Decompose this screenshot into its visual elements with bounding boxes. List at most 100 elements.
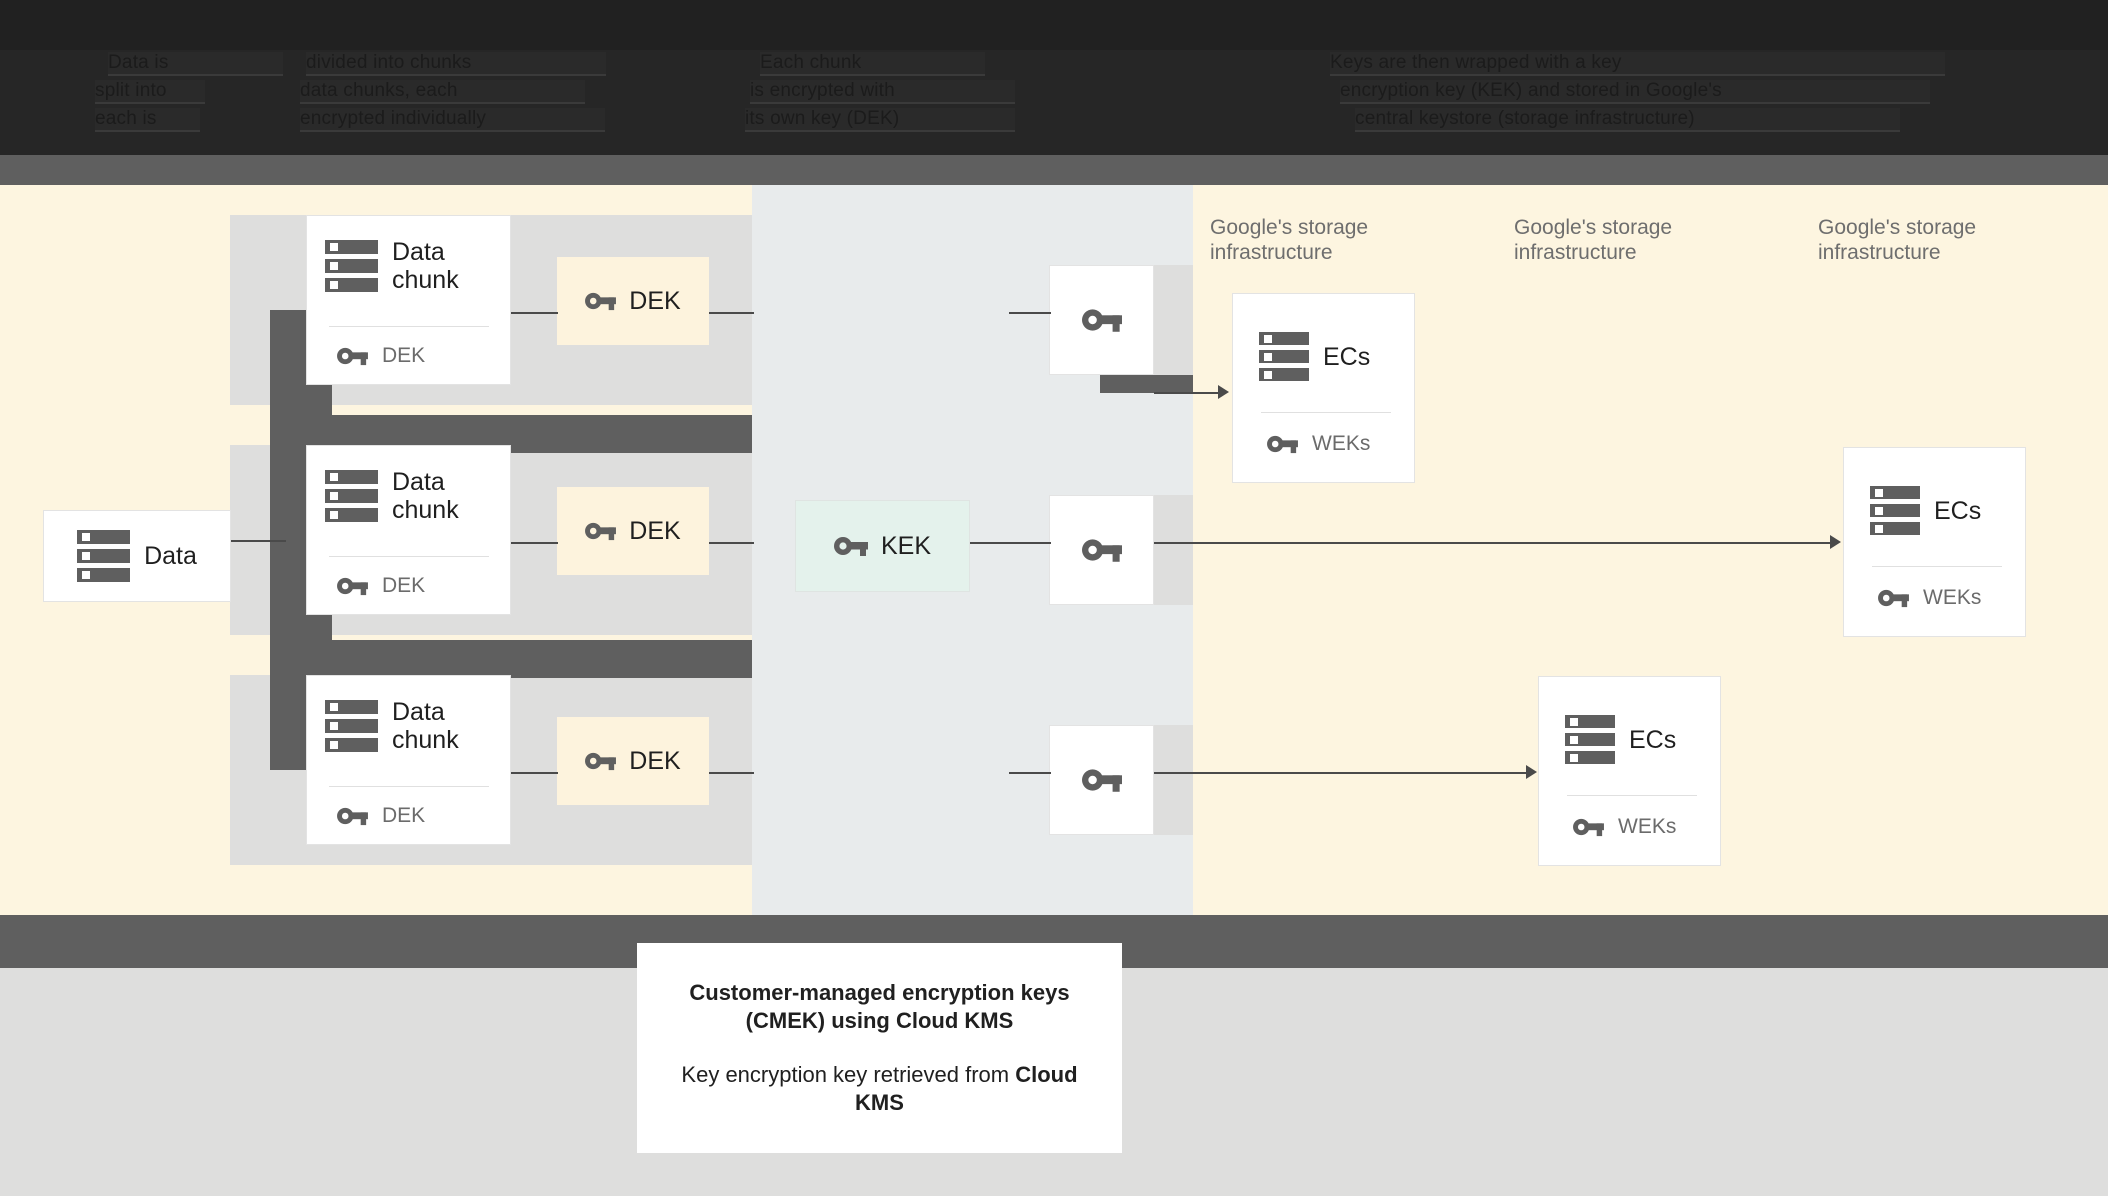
header-redacted-line: Each chunk: [760, 52, 985, 74]
split-bracket-arm-2: [270, 640, 752, 678]
caption-line-2: Key encryption key retrieved from Cloud …: [680, 1061, 1080, 1117]
header-redacted-underline: [750, 102, 1015, 104]
data-chunk-key-label: DEK: [382, 344, 426, 367]
ec-card-key-label: WEKs: [1923, 586, 1982, 609]
header-redacted-underline: [300, 130, 605, 132]
card-divider: [1261, 412, 1391, 413]
header-redacted-line: its own key (DEK): [745, 108, 1015, 130]
ec-card-title: ECs: [1934, 496, 1982, 525]
card-divider: [329, 326, 489, 327]
ec-card-key-label: WEKs: [1312, 432, 1371, 455]
dek-chip-label: DEK: [629, 516, 681, 545]
chunk-to-dek-connector-2: [511, 542, 558, 544]
key-icon: [337, 346, 368, 366]
caption-line-2-prefix: Key encryption key retrieved from: [681, 1062, 1016, 1087]
dek-chip[interactable]: DEK: [557, 487, 709, 575]
server-icon: [325, 700, 378, 752]
wrapped-key-3-to-ec-3: [1154, 772, 1534, 774]
header-redacted-line: is encrypted with: [750, 80, 1015, 102]
dek-outgoing-connector-1: [709, 312, 754, 314]
caption-line-2-bold: Cloud KMS: [855, 1062, 1078, 1115]
key-icon: [585, 521, 617, 541]
header-redacted-underline: [108, 74, 283, 76]
card-divider: [329, 786, 489, 787]
kek-chip[interactable]: KEK: [795, 500, 970, 592]
key-icon: [585, 751, 617, 771]
key-icon: [833, 535, 868, 557]
wrapped-key-2-to-ec-2: [1154, 542, 1838, 544]
storage-infrastructure-label: Google's storage infrastructure: [1818, 216, 1977, 264]
caption-box: Customer-managed encryption keys (CMEK) …: [637, 943, 1122, 1153]
data-card-title: Data: [144, 542, 197, 570]
key-icon: [1081, 767, 1122, 793]
kek-chip-label: KEK: [880, 531, 932, 560]
arrow-head-ec-2: [1830, 535, 1841, 549]
key-icon: [1573, 817, 1604, 837]
header-gray-band: [0, 155, 2108, 185]
server-icon: [1565, 715, 1615, 764]
wrapped-key-card[interactable]: [1049, 265, 1154, 375]
wrapped-key-1-to-ec-1: [1154, 392, 1224, 394]
header-redacted-underline: [1340, 102, 1930, 104]
server-icon: [325, 240, 378, 292]
key-icon: [337, 806, 368, 826]
data-chunk-key-label: DEK: [382, 804, 426, 827]
ec-card-key-label: WEKs: [1618, 815, 1677, 838]
key-icon: [337, 576, 368, 596]
card-divider: [329, 556, 489, 557]
header-redacted-line: each is: [95, 108, 200, 130]
header-redacted-underline: [95, 130, 200, 132]
key-icon: [1081, 307, 1122, 333]
header-redacted-underline: [306, 74, 606, 76]
header-redacted-underline: [95, 102, 205, 104]
header-redacted-underline: [300, 102, 585, 104]
ec-card-title: ECs: [1629, 725, 1677, 754]
server-icon: [325, 470, 378, 522]
chunk-to-dek-connector-1: [511, 312, 558, 314]
data-to-split-connector: [231, 540, 286, 542]
header-redacted-line: encrypted individually: [300, 108, 605, 130]
dek-outgoing-connector-2: [709, 542, 754, 544]
key-icon: [1878, 588, 1909, 608]
server-icon: [1259, 332, 1309, 381]
header-redacted-underline: [760, 74, 985, 76]
server-icon: [1870, 486, 1920, 535]
to-wrapped-key-connector-3: [1009, 772, 1051, 774]
dek-outgoing-connector-3: [709, 772, 754, 774]
dek-chip-label: DEK: [629, 746, 681, 775]
card-divider: [1872, 566, 2002, 567]
key-icon: [1081, 537, 1122, 563]
dek-chip[interactable]: DEK: [557, 257, 709, 345]
server-icon: [77, 530, 131, 582]
storage-infrastructure-label: Google's storage infrastructure: [1514, 216, 1673, 264]
caption-line-1: Customer-managed encryption keys (CMEK) …: [689, 980, 1070, 1033]
key-icon: [585, 291, 617, 311]
wrapped-key-card[interactable]: [1049, 725, 1154, 835]
chunk-to-dek-connector-3: [511, 772, 558, 774]
header-redacted-line: data chunks, each: [300, 80, 585, 102]
data-card[interactable]: Data: [43, 510, 231, 602]
kek-to-wrapped-key-connector: [970, 542, 1012, 544]
dek-chip[interactable]: DEK: [557, 717, 709, 805]
to-wrapped-key-connector-1: [1009, 312, 1051, 314]
header-redacted-line: split into: [95, 80, 205, 102]
arrow-head-ec-3: [1526, 765, 1537, 779]
dek-chip-label: DEK: [629, 286, 681, 315]
header-redacted-line: encryption key (KEK) and stored in Googl…: [1340, 80, 1930, 102]
header-redacted-underline: [1330, 74, 1945, 76]
key-icon: [1267, 434, 1298, 454]
arrow-head-ec-1: [1218, 385, 1229, 399]
header-redacted-line: central keystore (storage infrastructure…: [1355, 108, 1900, 130]
header-redacted-line: divided into chunks: [306, 52, 606, 74]
header-redacted-line: Keys are then wrapped with a key: [1330, 52, 1945, 74]
wrapped-key-card[interactable]: [1049, 495, 1154, 605]
